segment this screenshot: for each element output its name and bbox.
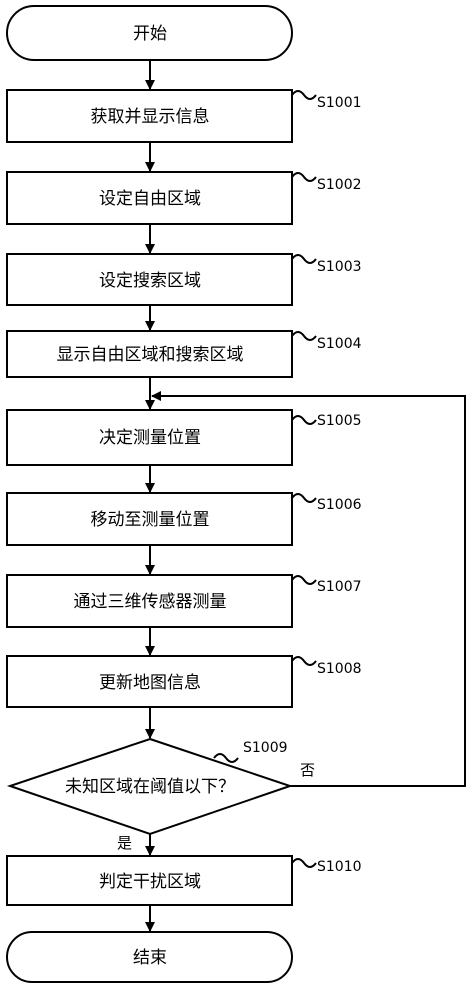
step-s1003-label: 设定搜索区域 (99, 271, 201, 291)
step-s1007-box (6, 574, 293, 628)
step-s1002-id: S1002 (317, 177, 362, 193)
start-terminal-shape (6, 5, 293, 61)
step-s1006-box (6, 492, 293, 546)
decision-s1009: 未知区域在阈值以下？ S1009 否 是 (6, 737, 315, 852)
decision-s1009-label: 未知区域在阈值以下？ (65, 777, 235, 797)
step-s1002: 设定自由区域 S1002 (6, 171, 362, 225)
step-s1008-id: S1008 (317, 661, 362, 677)
step-s1006: 移动至测量位置 S1006 (6, 492, 362, 546)
step-s1002-leader (291, 172, 317, 182)
step-s1004: 显示自由区域和搜索区域 S1004 (6, 330, 362, 378)
step-s1008-leader (291, 656, 317, 666)
connectors (145, 60, 466, 932)
step-s1004-label: 显示自由区域和搜索区域 (57, 345, 244, 365)
decision-s1009-diamond (6, 737, 294, 836)
step-s1004-leader (291, 331, 317, 341)
decision-s1009-id: S1009 (243, 740, 288, 756)
loop-back-no-branch (151, 391, 466, 787)
step-s1001-leader (291, 90, 317, 100)
step-s1004-id: S1004 (317, 336, 362, 352)
start-terminal: 开始 (6, 5, 293, 61)
step-s1007: 通过三维传感器测量 S1007 (6, 574, 362, 628)
step-s1010-leader (291, 858, 317, 868)
step-s1005-label: 决定测量位置 (99, 428, 201, 448)
step-s1001: 获取并显示信息 S1001 (6, 89, 362, 143)
step-s1010-box (6, 855, 293, 906)
step-s1001-box (6, 89, 293, 143)
step-s1001-id: S1001 (317, 95, 362, 111)
step-s1010: 判定干扰区域 S1010 (6, 855, 362, 906)
step-s1007-label: 通过三维传感器测量 (74, 592, 227, 612)
step-s1003-box (6, 253, 293, 306)
step-s1002-label: 设定自由区域 (99, 189, 201, 209)
step-s1008-box (6, 655, 293, 708)
step-s1008-label: 更新地图信息 (99, 673, 201, 693)
step-s1005-id: S1005 (317, 413, 362, 429)
end-terminal: 结束 (6, 931, 293, 983)
end-terminal-label: 结束 (133, 948, 167, 968)
start-terminal-label: 开始 (133, 24, 167, 44)
step-s1007-leader (291, 575, 317, 585)
step-s1010-id: S1010 (317, 859, 362, 875)
decision-no-label: 否 (300, 761, 315, 779)
step-s1003-id: S1003 (317, 259, 362, 275)
step-s1005-leader (291, 415, 317, 425)
end-terminal-shape (6, 931, 293, 983)
step-s1005: 决定测量位置 S1005 (6, 409, 362, 466)
step-s1004-box (6, 330, 293, 378)
step-s1005-box (6, 409, 293, 466)
step-s1008: 更新地图信息 S1008 (6, 655, 362, 708)
step-s1003: 设定搜索区域 S1003 (6, 253, 362, 306)
decision-yes-label: 是 (117, 834, 132, 852)
step-s1007-id: S1007 (317, 579, 362, 595)
step-s1006-leader (291, 493, 317, 503)
step-s1003-leader (291, 254, 317, 264)
step-s1002-box (6, 171, 293, 225)
step-s1010-label: 判定干扰区域 (99, 872, 201, 892)
step-s1001-label: 获取并显示信息 (91, 107, 210, 127)
decision-s1009-leader (213, 753, 239, 763)
step-s1006-id: S1006 (317, 497, 362, 513)
step-s1006-label: 移动至测量位置 (91, 510, 210, 530)
